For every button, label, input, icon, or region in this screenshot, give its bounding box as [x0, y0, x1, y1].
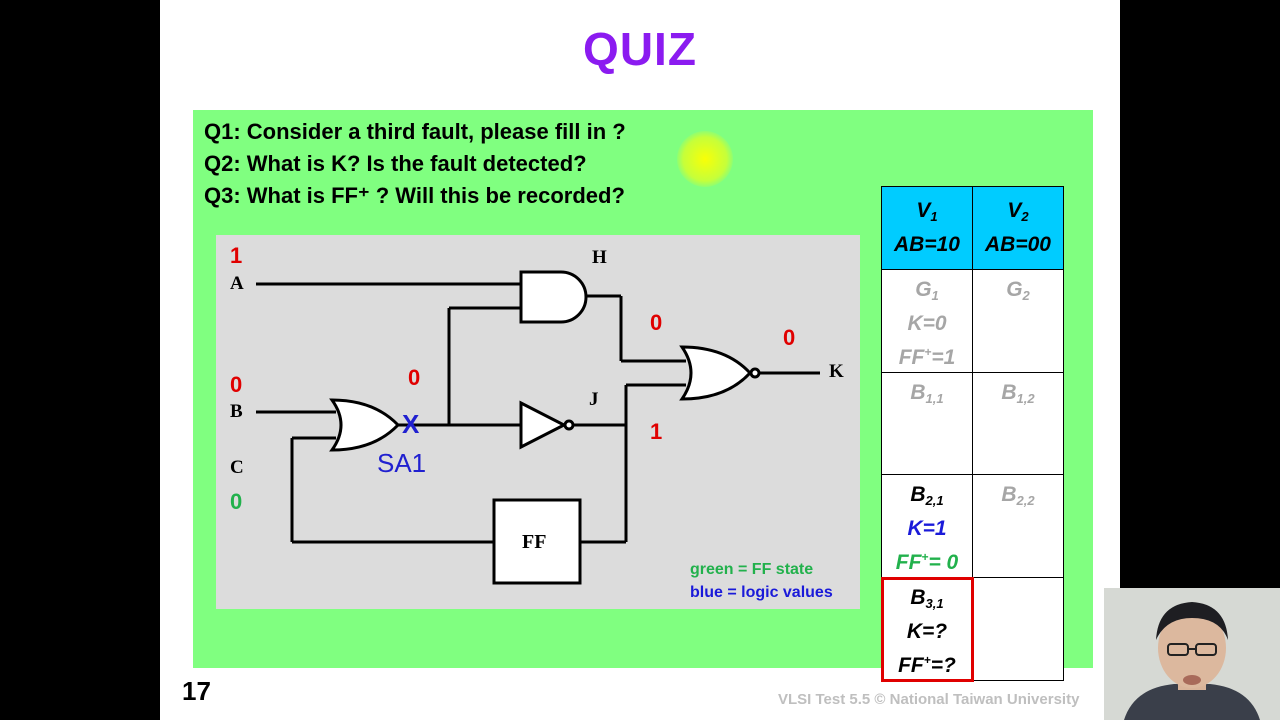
legend-blue: blue = logic values [690, 584, 833, 601]
circuit-schematic [256, 270, 820, 585]
footer-credit: VLSI Test 5.5 © National Taiwan Universi… [778, 691, 1080, 708]
cell-g2: G2 [972, 269, 1064, 373]
value-c: 0 [230, 489, 243, 514]
cell-empty [972, 577, 1064, 681]
value-and-out: 0 [650, 310, 663, 335]
and-gate-h [519, 270, 588, 324]
label-c: C [230, 457, 244, 478]
cell-g1: G1 K=0 FF+=1 [881, 269, 973, 373]
question-3: Q3: What is FF⁺ ? Will this be recorded? [204, 183, 625, 208]
cell-b21: B2,1 K=1 FF+= 0 [881, 474, 973, 578]
ff-label: FF [522, 531, 547, 553]
legend-green: green = FF state [690, 561, 814, 578]
page-number: 17 [182, 676, 211, 706]
header-v1: V1 AB=10 [881, 186, 973, 270]
question-1: Q1: Consider a third fault, please fill … [204, 119, 626, 144]
inverter-j [519, 400, 568, 450]
slide: QUIZ Q1: Consider a third fault, please … [160, 0, 1120, 720]
ff-box [492, 498, 582, 585]
header-v2: V2 AB=00 [972, 186, 1064, 270]
cell-b31: B3,1 K=? FF+=? [880, 576, 974, 682]
fault-mark: X [402, 409, 420, 439]
cell-b12: B1,2 [972, 372, 1064, 475]
fault-table: V1 AB=10 V2 AB=00 G1 K=0 FF+=1 G2 B1,1 [880, 186, 1064, 682]
label-k: K [829, 361, 844, 382]
value-b: 0 [230, 372, 243, 397]
presenter-webcam [1104, 588, 1280, 720]
fault-label-sa1: SA1 [377, 448, 427, 478]
or-gate [329, 398, 401, 452]
presenter-image [1104, 588, 1280, 720]
slide-title: QUIZ [583, 23, 697, 75]
value-or-out: 0 [408, 365, 421, 390]
label-j: J [589, 389, 599, 410]
question-2: Q2: What is K? Is the fault detected? [204, 151, 587, 176]
cursor-highlight [677, 131, 733, 187]
value-inv-out: 1 [650, 419, 663, 444]
label-a: A [230, 273, 244, 294]
cell-b22: B2,2 [972, 474, 1064, 578]
label-b: B [230, 401, 243, 422]
label-h: H [592, 247, 607, 268]
nor-gate-k [679, 345, 753, 401]
value-k: 0 [783, 325, 796, 350]
cell-b11: B1,1 [881, 372, 973, 475]
circuit-diagram: 1 A H 0 0 K 0 B 0 X SA1 J 1 C 0 FF green… [216, 235, 860, 609]
value-a: 1 [230, 243, 243, 268]
